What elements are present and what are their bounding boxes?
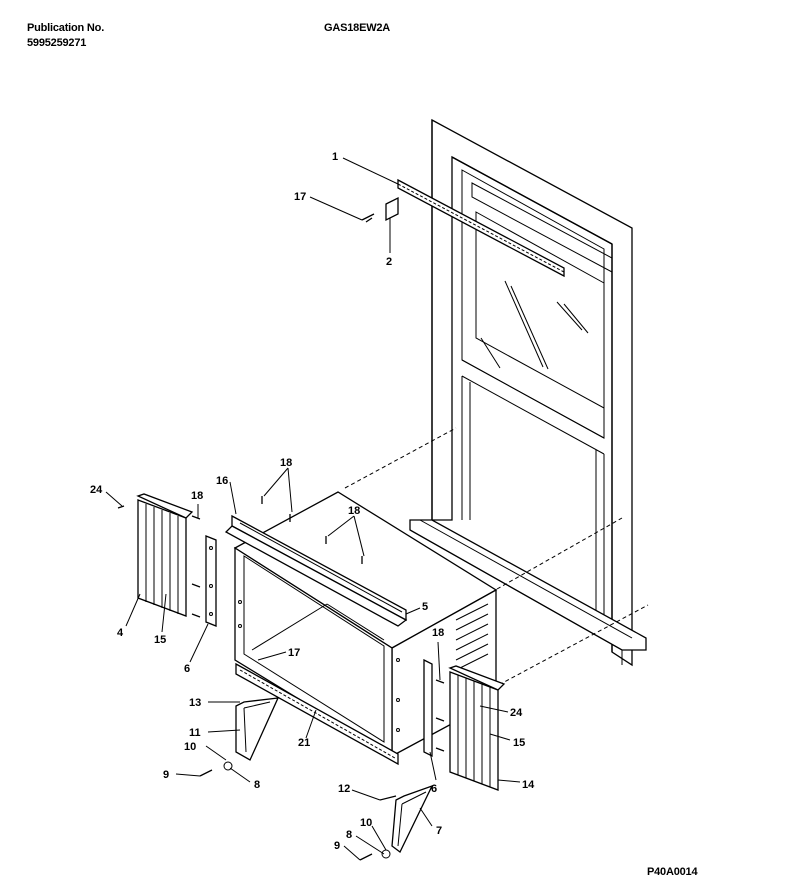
callout-7: 7 xyxy=(436,825,442,837)
callout-2: 2 xyxy=(386,256,392,268)
top-channel xyxy=(224,514,408,627)
left-support-bracket xyxy=(199,697,280,777)
callout-6: 6 xyxy=(431,783,437,795)
callout-18: 18 xyxy=(191,490,203,502)
callout-14: 14 xyxy=(522,779,535,791)
model-number: GAS18EW2A xyxy=(324,22,391,34)
callout-8: 8 xyxy=(346,829,352,841)
top-screws xyxy=(261,496,363,564)
callout-18: 18 xyxy=(280,457,292,469)
right-support-bracket xyxy=(359,784,434,861)
callout-18: 18 xyxy=(432,627,444,639)
right-screws xyxy=(435,679,445,752)
callout-24: 24 xyxy=(90,484,103,496)
left-screws xyxy=(117,505,201,618)
alignment-lines xyxy=(344,427,649,689)
cabinet-sleeve xyxy=(233,491,498,758)
callout-16: 16 xyxy=(216,475,228,487)
callout-5: 5 xyxy=(422,601,428,613)
callout-1: 1 xyxy=(332,151,338,163)
callout-4: 4 xyxy=(117,627,124,639)
top-mounting-angle xyxy=(397,178,565,278)
right-curtain xyxy=(448,665,506,791)
diagram-code: P40A0014 xyxy=(647,866,698,878)
sash-bracket xyxy=(385,196,399,250)
callout-15: 15 xyxy=(154,634,166,646)
publication-label: Publication No. xyxy=(27,22,105,34)
publication-number: 5995259271 xyxy=(27,37,87,49)
callout-21: 21 xyxy=(298,737,310,749)
callout-9: 9 xyxy=(163,769,169,781)
callout-labels: 1 17 2 24 18 16 18 18 5 4 15 6 17 13 11 … xyxy=(90,151,535,852)
left-curtain xyxy=(136,493,194,617)
left-curtain-frame xyxy=(205,535,217,627)
callout-8: 8 xyxy=(254,779,260,791)
callout-18: 18 xyxy=(348,505,360,517)
callout-15: 15 xyxy=(513,737,525,749)
callout-6: 6 xyxy=(184,663,190,675)
window-frame xyxy=(409,118,647,667)
screw-17-top xyxy=(309,196,375,223)
bottom-channel xyxy=(235,662,399,766)
callout-11: 11 xyxy=(189,727,201,739)
leader-lines xyxy=(105,157,521,861)
callout-10: 10 xyxy=(360,817,372,829)
callout-24: 24 xyxy=(510,707,523,719)
callout-12: 12 xyxy=(338,783,350,795)
right-curtain-frame xyxy=(423,658,433,758)
callout-13: 13 xyxy=(189,697,201,709)
callout-10: 10 xyxy=(184,741,196,753)
callout-9: 9 xyxy=(334,840,340,852)
callout-17: 17 xyxy=(288,647,300,659)
callout-17: 17 xyxy=(294,191,306,203)
